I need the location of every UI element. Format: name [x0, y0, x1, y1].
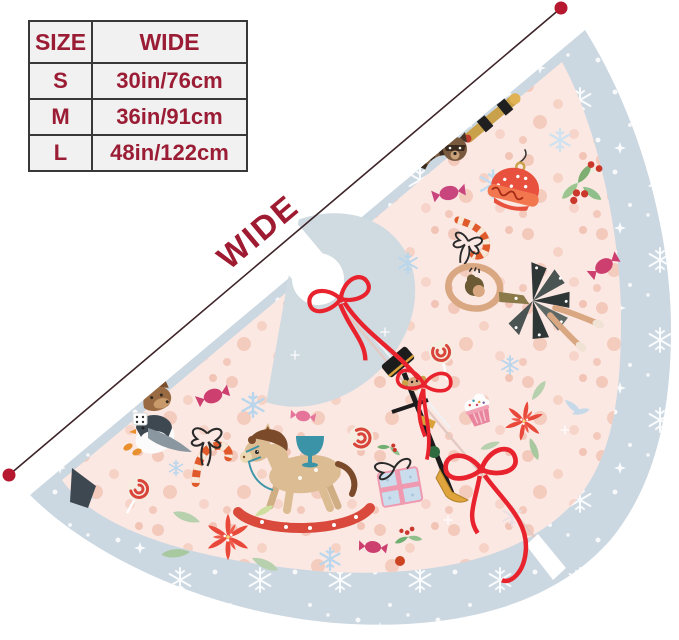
- ballerina-motif: [445, 262, 605, 352]
- size-chart-table: SIZE WIDE S 30in/76cm M 36in/91cm L 48in…: [28, 20, 248, 172]
- sparkle-icons: [290, 327, 570, 525]
- tree-skirt: [30, 30, 671, 625]
- wide-cell-s: 30in/76cm: [91, 62, 248, 100]
- gift-box-motif: [374, 457, 424, 508]
- size-cell-m: M: [28, 98, 93, 136]
- table-header-row: SIZE WIDE: [28, 20, 248, 64]
- wide-cell-m: 36in/91cm: [91, 98, 248, 136]
- holly-motif: [393, 526, 423, 546]
- holly-motif: [377, 443, 402, 457]
- size-cell-s: S: [28, 62, 93, 100]
- measurement-endpoint-dot: [2, 468, 16, 482]
- table-row: S 30in/76cm: [28, 62, 248, 100]
- black-bow-icon: [452, 231, 483, 265]
- column-header-wide: WIDE: [91, 20, 248, 64]
- candy-cane-motif: [452, 216, 491, 265]
- wire-bow-icon: [374, 457, 412, 481]
- penguin-motif: [70, 412, 192, 508]
- candy-cane-motif: [190, 427, 233, 487]
- saddle: [296, 436, 324, 468]
- rocking-horse-motif: [233, 423, 375, 534]
- red-berry-dot: [395, 556, 405, 566]
- holly-motif: [559, 161, 604, 205]
- bridle: [245, 445, 274, 491]
- wide-cell-l: 48in/122cm: [91, 134, 248, 172]
- ribbon-bows: [306, 269, 529, 584]
- cupcake-motif: [464, 393, 490, 427]
- table-row: L 48in/122cm: [28, 134, 248, 172]
- size-cell-l: L: [28, 134, 93, 172]
- toy-soldier-staff-motif: [463, 93, 521, 143]
- measurement-line: [8, 7, 562, 476]
- peppermint-motifs: [125, 333, 460, 514]
- table-row: M 36in/91cm: [28, 98, 248, 136]
- santa-hat-ornament-motif: [487, 148, 540, 211]
- measurement-endpoint-dot: [554, 1, 568, 15]
- black-bow-icon: [190, 427, 223, 467]
- column-header-size: SIZE: [28, 20, 93, 64]
